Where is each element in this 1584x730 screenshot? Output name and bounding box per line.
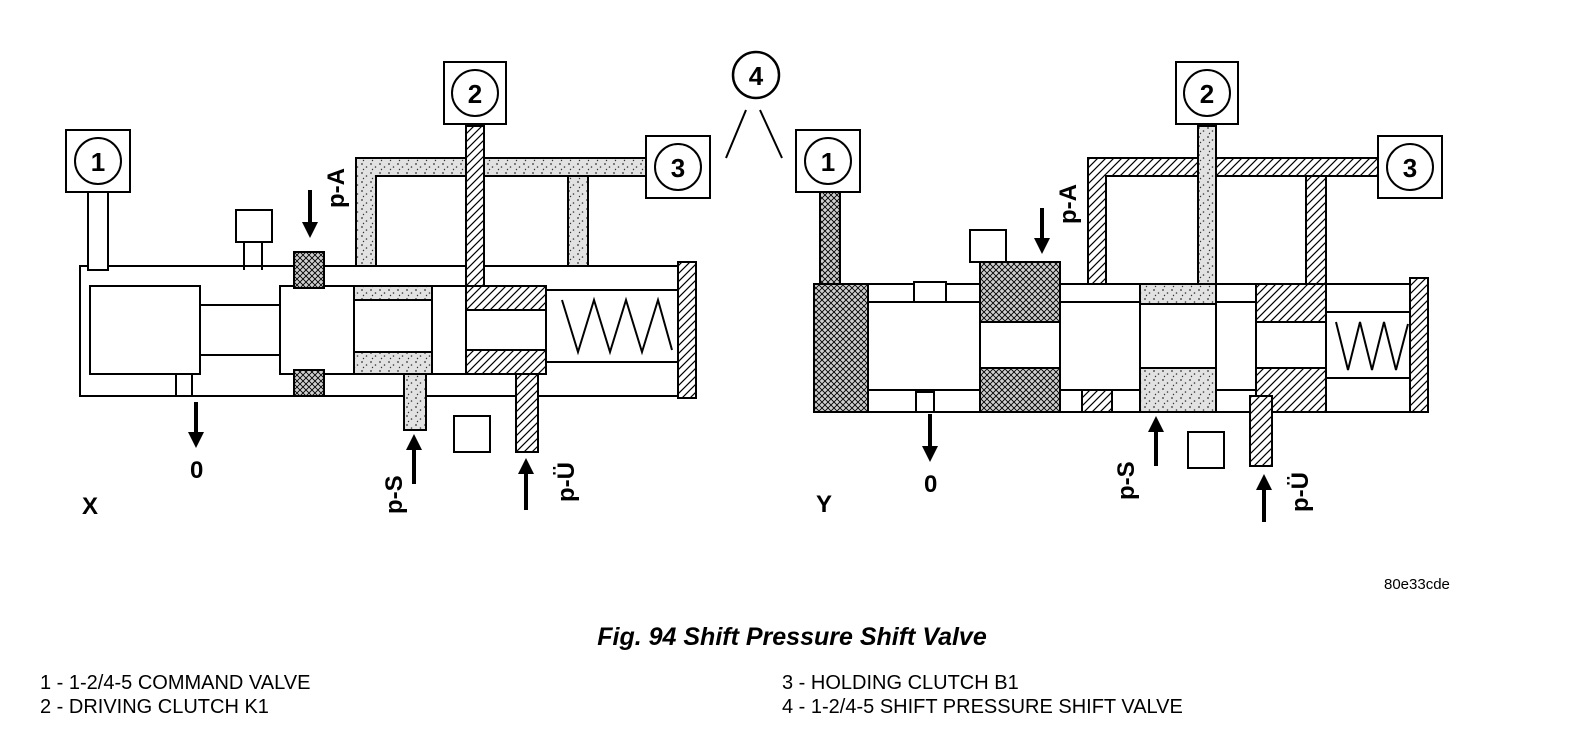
image-code: 80e33cde: [1384, 576, 1450, 593]
callout-1-left-number: 1: [91, 147, 105, 177]
callout-2-right-number: 2: [1200, 79, 1214, 109]
label-shift-pressure-x: p-S: [381, 475, 408, 514]
callout-3-left-number: 3: [671, 153, 685, 183]
label-exhaust-x: 0: [190, 457, 203, 484]
arrows-view-y: [922, 208, 1272, 522]
label-view-y: Y: [816, 491, 832, 518]
legend-item-1: 1 - 1-2/4-5 COMMAND VALVE: [40, 672, 311, 694]
callout-4-number: 4: [749, 61, 764, 91]
legend-item-3: 3 - HOLDING CLUTCH B1: [782, 672, 1019, 694]
legend-item-2: 2 - DRIVING CLUTCH K1: [40, 696, 269, 718]
label-shift-pressure-y: p-S: [1113, 461, 1140, 500]
label-apply-pressure-y: p-A: [1055, 184, 1082, 224]
callout-3-right-number: 3: [1403, 153, 1417, 183]
callout-1-right-number: 1: [821, 147, 835, 177]
callout-2-left-number: 2: [468, 79, 482, 109]
arrows-view-x: [188, 190, 534, 510]
valve-diagram: 1 2 3 4 1 2 3 p-A 0 p-S p-Ü X p-A 0 p-S …: [65, 50, 1443, 522]
callout-4: [725, 50, 783, 159]
label-overlap-pressure-y: p-Ü: [1287, 472, 1314, 512]
label-exhaust-y: 0: [924, 471, 937, 498]
legend-item-4: 4 - 1-2/4-5 SHIFT PRESSURE SHIFT VALVE: [782, 696, 1183, 718]
figure-caption: Fig. 94 Shift Pressure Shift Valve: [597, 623, 987, 651]
label-overlap-pressure-x: p-Ü: [553, 462, 580, 502]
valve-view-y: [795, 61, 1443, 469]
valve-view-x: [65, 61, 711, 453]
label-apply-pressure-x: p-A: [323, 168, 350, 208]
label-view-x: X: [82, 493, 98, 520]
